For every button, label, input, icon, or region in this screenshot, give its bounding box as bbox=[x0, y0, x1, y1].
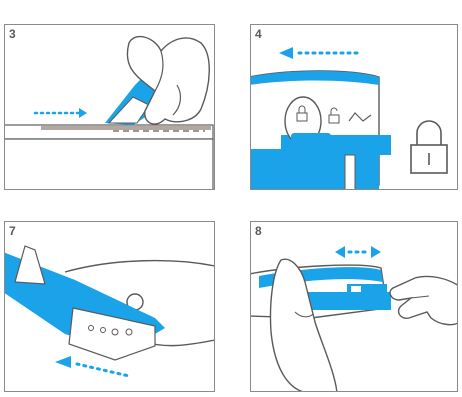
illustration-cutter-on-box bbox=[5, 35, 214, 189]
panel-step-4: 4 bbox=[250, 24, 458, 190]
arrow-left-dotted-icon bbox=[55, 356, 131, 378]
panel-step-3: 3 bbox=[4, 24, 215, 190]
double-arrow-dotted-icon bbox=[335, 246, 381, 258]
illustration-lock-switch bbox=[251, 47, 448, 189]
step-number: 3 bbox=[9, 27, 16, 41]
panel-step-7: 7 bbox=[4, 221, 215, 392]
step-number: 8 bbox=[255, 224, 262, 238]
illustration-blade-change bbox=[5, 245, 214, 378]
padlock-icon bbox=[410, 120, 448, 174]
lock-closed-icon bbox=[296, 105, 308, 122]
auto-retract-icon bbox=[348, 112, 372, 122]
step-number: 7 bbox=[9, 224, 16, 238]
panel-step-8: 8 bbox=[250, 221, 458, 392]
lock-open-icon bbox=[328, 107, 340, 124]
arrow-left-dotted-icon bbox=[279, 47, 363, 59]
illustration-slide-handle bbox=[251, 246, 457, 391]
step-number: 4 bbox=[255, 27, 262, 41]
arrow-right-dotted-icon bbox=[33, 108, 87, 118]
